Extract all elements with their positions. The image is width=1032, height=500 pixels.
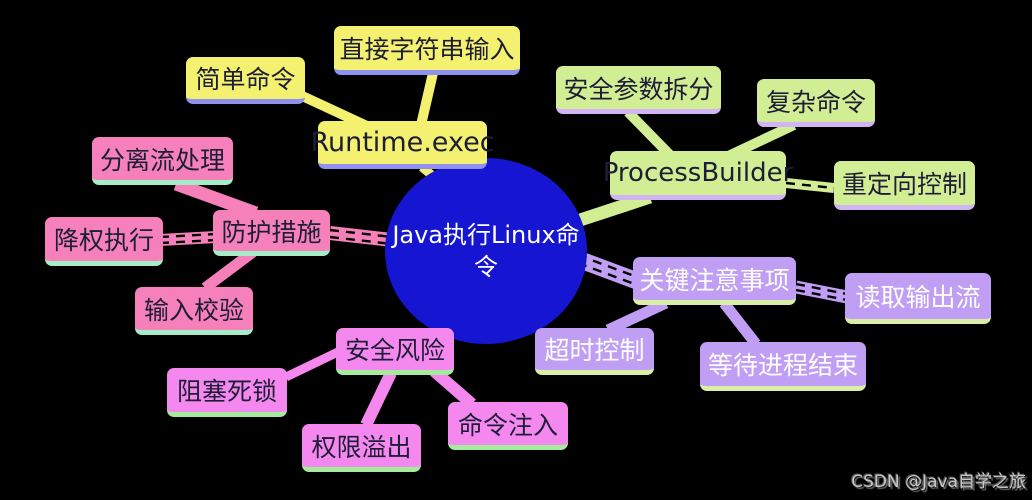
connector-keynotes-center-dashes: [577, 253, 638, 279]
connector-block-deadlock: [284, 346, 342, 382]
node-complex-command[interactable]: 复杂命令: [757, 79, 875, 127]
connector-read-output-stream-dashes: [795, 282, 848, 296]
node-privilege-drop[interactable]: 降权执行: [45, 217, 163, 266]
node-separate-stream-handling[interactable]: 分离流处理: [92, 137, 233, 185]
connector-input-validation: [201, 247, 257, 293]
node-security-risks[interactable]: 安全风险: [336, 328, 454, 375]
connector-safe-param-split: [624, 108, 676, 161]
center-topic-label: Java执行Linux命令: [392, 220, 580, 281]
node-redirect-control[interactable]: 重定向控制: [834, 161, 975, 210]
node-block-deadlock[interactable]: 阻塞死锁: [167, 368, 287, 417]
connector-separate-stream: [173, 177, 259, 220]
node-runtime-exec[interactable]: Runtime.exec: [310, 121, 495, 169]
connector-protection-center-dashes: [329, 235, 393, 246]
connector-permission-overflow: [360, 370, 397, 428]
connector-timeout-control: [605, 298, 669, 335]
connector-protection-center: [329, 226, 393, 247]
node-timeout-control[interactable]: 超时控制: [535, 328, 654, 375]
connector-read-output-stream: [794, 280, 849, 304]
center-topic[interactable]: Java执行Linux命令: [385, 158, 587, 344]
node-process-builder[interactable]: ProcessBuilder: [603, 151, 793, 200]
connector-protection-center-dashes: [329, 228, 393, 239]
node-command-injection[interactable]: 命令注入: [448, 402, 568, 450]
node-read-output-stream[interactable]: 读取输出流: [845, 273, 991, 324]
connector-wait-process-end: [719, 299, 761, 348]
connector-redirect-control-dashes: [785, 181, 835, 190]
connector-privilege-drop: [159, 231, 217, 246]
node-input-validation[interactable]: 输入校验: [135, 287, 253, 335]
connector-direct-string-input: [416, 71, 438, 127]
node-safe-param-split[interactable]: 安全参数拆分: [556, 66, 721, 114]
connector-processbuilder-center: [565, 190, 653, 231]
connector-keynotes-center: [575, 251, 640, 289]
watermark: CSDN @Java自学之旅: [851, 472, 1026, 492]
node-permission-overflow[interactable]: 权限溢出: [302, 424, 421, 472]
connector-command-injection: [430, 366, 476, 409]
connector-read-output-stream-dashes: [795, 288, 848, 302]
node-simple-command[interactable]: 简单命令: [186, 57, 305, 104]
node-wait-process-end[interactable]: 等待进程结束: [700, 342, 866, 391]
node-key-notes[interactable]: 关键注意事项: [633, 257, 796, 305]
node-protection-measures[interactable]: 防护措施: [213, 210, 330, 256]
connector-keynotes-center-dashes: [577, 261, 638, 287]
node-direct-string-input[interactable]: 直接字符串输入: [334, 26, 520, 75]
